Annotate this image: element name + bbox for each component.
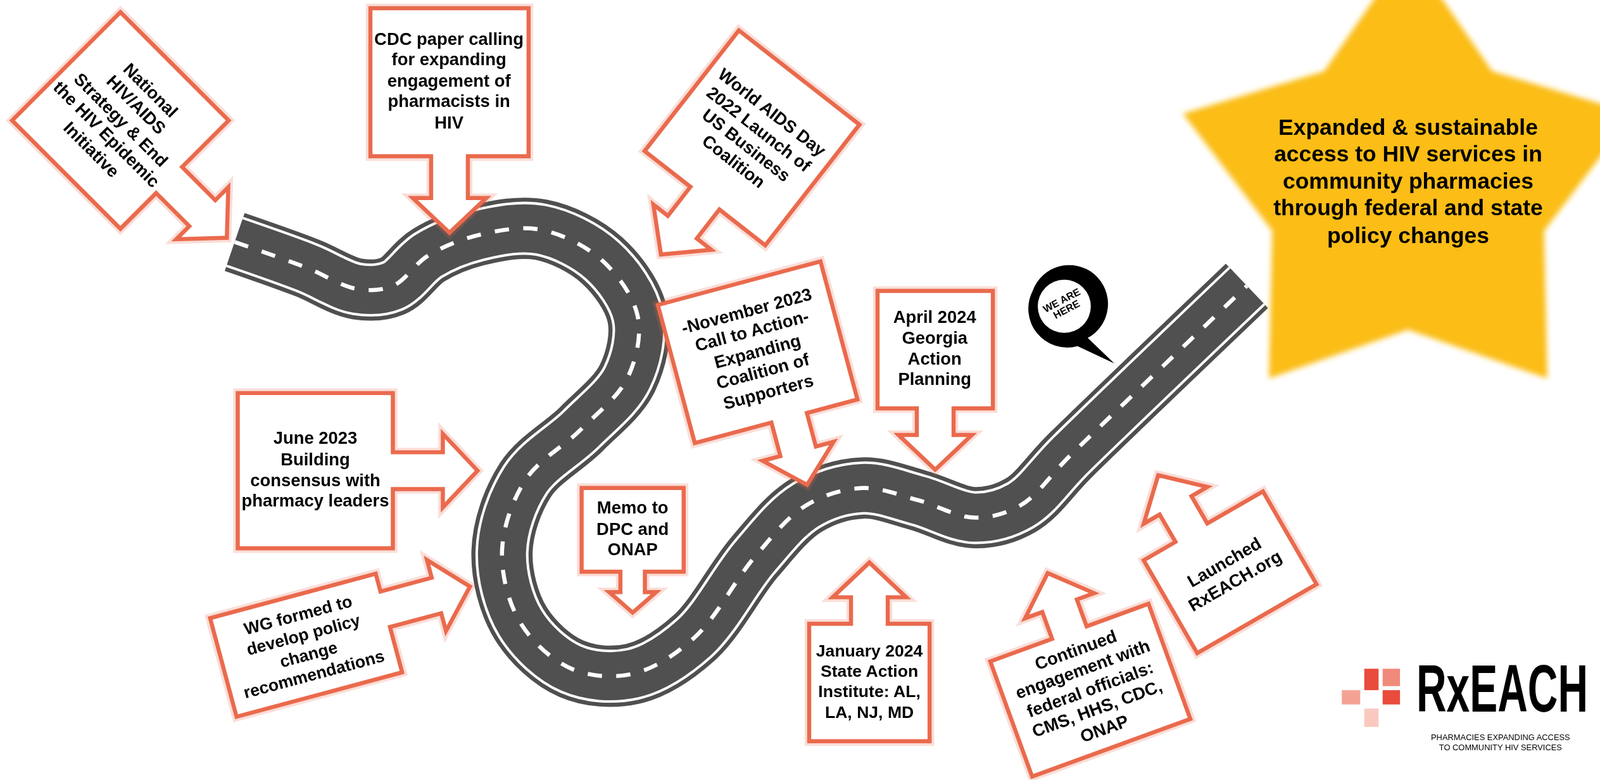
location-pin	[1028, 265, 1115, 364]
callout-outline	[1109, 433, 1316, 653]
milestone-text: -November 2023 Call to Action- Expanding…	[665, 281, 850, 424]
text-area: CDC paper calling for expanding engageme…	[369, 7, 529, 156]
text-area: WG formed to develop policy change recom…	[210, 573, 403, 717]
callout-outline	[238, 393, 479, 549]
callout-glow	[657, 261, 876, 511]
callout-glow	[369, 7, 529, 233]
logo-arm	[1364, 708, 1380, 727]
logo-arm	[1364, 668, 1380, 691]
milestone-callout: June 2023 Building consensus with pharma…	[238, 393, 479, 549]
callout-glow	[12, 12, 287, 287]
logo-wordmark: RxEACH	[1416, 654, 1588, 722]
text-area: April 2024 Georgia Action Planning	[876, 290, 993, 408]
goal-text: Expanded & sustainable access to HIV ser…	[1258, 114, 1559, 250]
callout-glow	[581, 488, 684, 613]
milestone-text: WG formed to develop policy change recom…	[215, 585, 397, 706]
milestone-callout: April 2024 Georgia Action Planning	[876, 290, 993, 470]
milestone-callout: WG formed to develop policy change recom…	[210, 550, 487, 717]
text-area: June 2023 Building consensus with pharma…	[238, 393, 394, 549]
milestone-text: Continued engagement with federal offici…	[995, 613, 1185, 767]
callout-glow	[238, 393, 479, 549]
callout-glow	[210, 550, 487, 717]
text-area: -November 2023 Call to Action- Expanding…	[657, 261, 857, 444]
milestone-callout: -November 2023 Call to Action- Expanding…	[657, 261, 876, 511]
goal-star: Expanded & sustainable access to HIV ser…	[1183, 0, 1600, 404]
callout-outline	[210, 550, 487, 717]
logo-arm	[1341, 690, 1361, 705]
logo-tagline: PHARMACIES EXPANDING ACCESS TO COMMUNITY…	[1426, 733, 1575, 755]
callout-glow	[1109, 433, 1316, 653]
milestone-callout: Memo to DPC and ONAP	[581, 488, 684, 613]
milestone-text: Memo to DPC and ONAP	[584, 498, 681, 562]
logo-arm	[1382, 690, 1400, 705]
callout-outline	[876, 290, 993, 470]
text-area: Memo to DPC and ONAP	[581, 488, 684, 572]
milestone-text: CDC paper calling for expanding engageme…	[372, 29, 525, 134]
milestone-text: April 2024 Georgia Action Planning	[880, 307, 989, 392]
star-fill	[1182, 0, 1600, 379]
milestone-text: January 2024 State Action Institute: AL,…	[812, 641, 927, 723]
text-area: Expanded & sustainable access to HIV ser…	[1254, 94, 1561, 269]
milestone-callout: January 2024 State Action Institute: AL,…	[809, 562, 930, 741]
milestone-callout: CDC paper calling for expanding engageme…	[369, 7, 529, 233]
callout-outline	[809, 562, 930, 741]
logo-arm	[1382, 668, 1400, 686]
callout-outline	[581, 488, 684, 613]
pin-center	[1037, 279, 1091, 334]
callout-outline	[657, 261, 876, 511]
callout-outline	[369, 7, 529, 233]
pin-shape	[1028, 265, 1115, 364]
milestone-text: June 2023 Building consensus with pharma…	[240, 429, 390, 513]
logo-icon	[1341, 668, 1400, 727]
callout-glow	[876, 290, 993, 470]
callout-glow	[809, 562, 930, 741]
callout-outline	[12, 12, 287, 287]
text-area: January 2024 State Action Institute: AL,…	[809, 623, 930, 741]
